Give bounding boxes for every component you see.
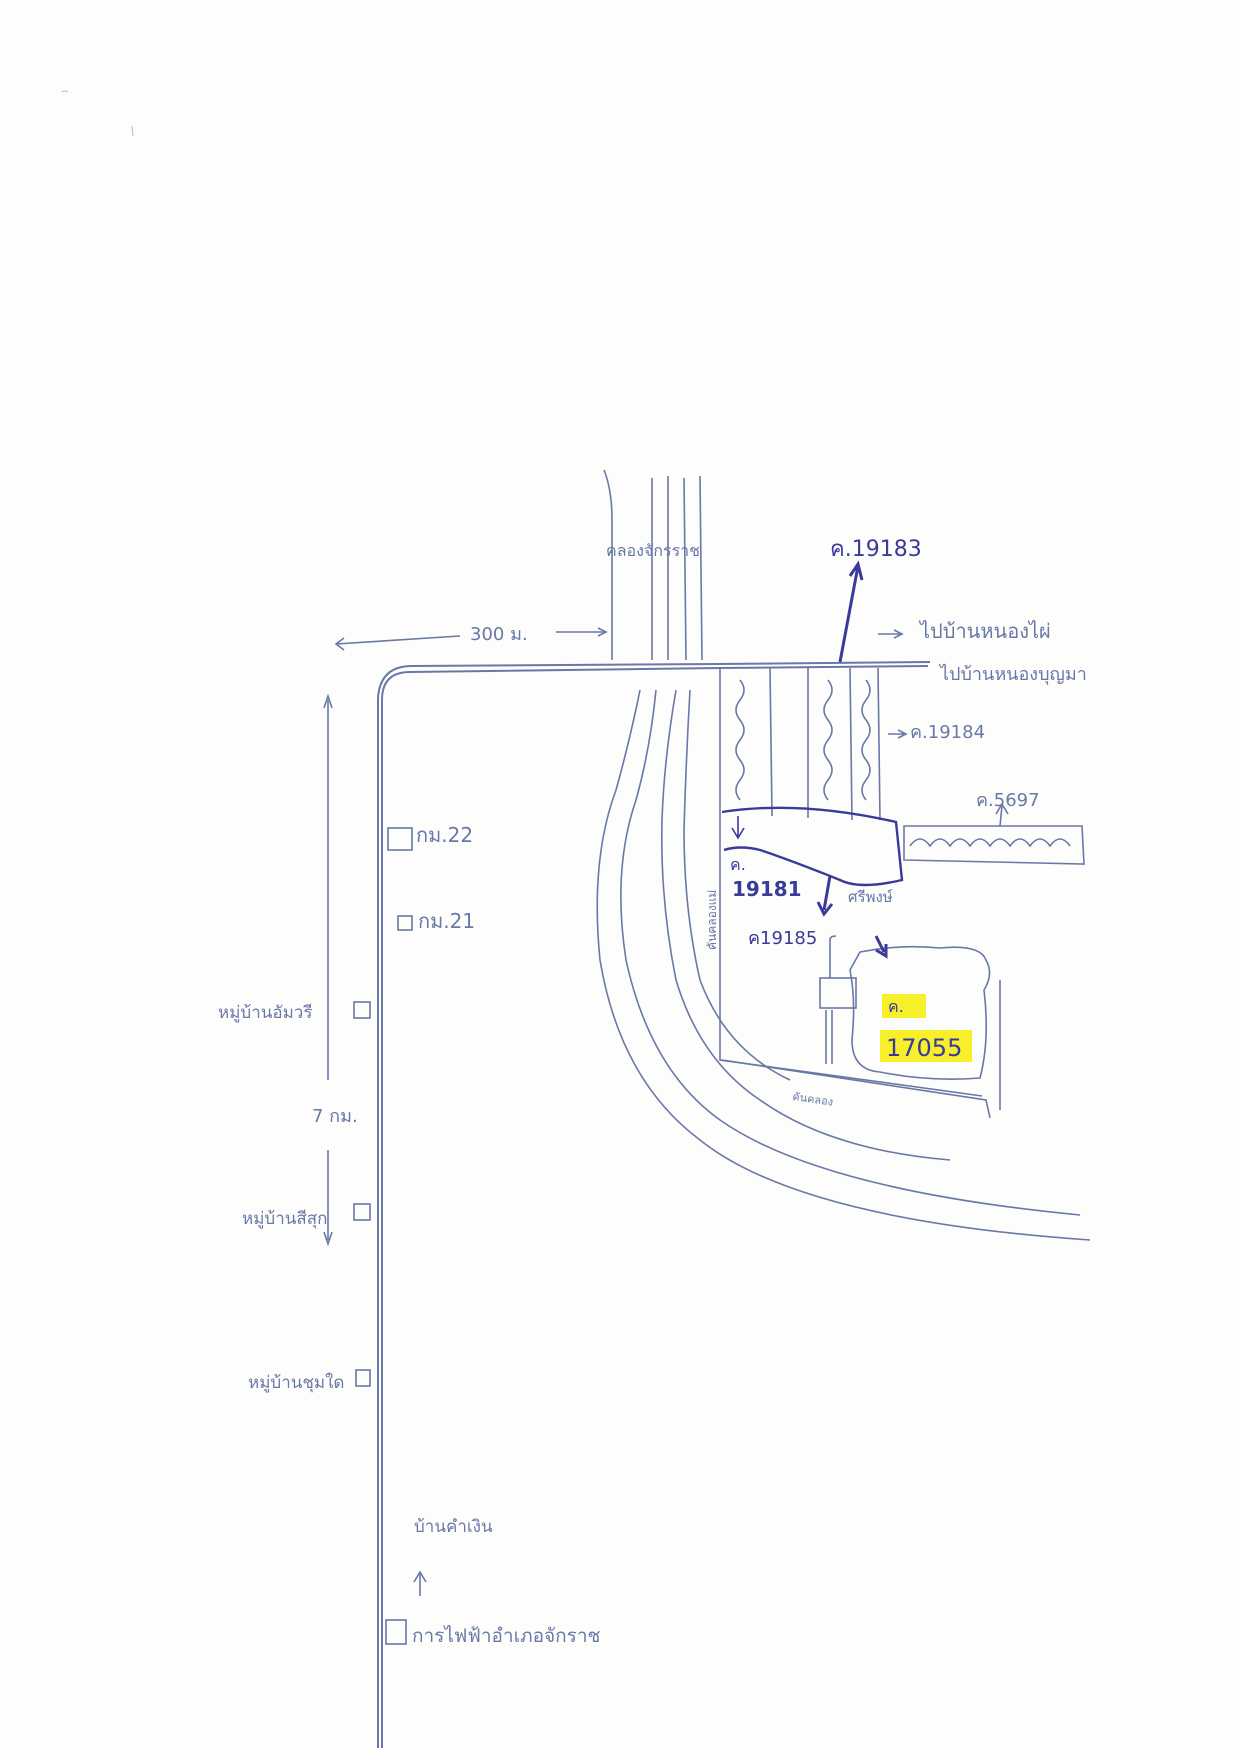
arrow-down-right-icon (874, 935, 888, 959)
river (596, 689, 1091, 1241)
to-village2-label: ไปบ้านหนองบุญมา (938, 663, 1087, 685)
arrow-down-icon (816, 875, 834, 917)
village4-label: บ้านคำเงิน (414, 1517, 493, 1537)
target-prefix: ค. (888, 997, 904, 1016)
arrow-right-icon (878, 629, 904, 639)
plot-block (719, 667, 991, 1119)
village3: หมู่บ้านชุมใด (248, 1369, 371, 1393)
highlight-plot (880, 1030, 972, 1062)
office-label: การไฟฟ้าอำเภอจักราช (412, 1625, 601, 1647)
plot-east2-label: ค.5697 (976, 790, 1040, 811)
neighbor-label: ศรีพงษ์ (848, 888, 893, 906)
km21-label: กม.21 (418, 909, 475, 933)
to-village-label: ไปบ้านหนองไผ่ (918, 619, 1051, 643)
target-plot-boundary (849, 945, 991, 1080)
side-label: คันคลองแม่ (705, 890, 719, 950)
village2-label: หมู่บ้านสีสุก (242, 1209, 327, 1229)
plot-south-label: ค19185 (748, 928, 817, 949)
village1-label: หมู่บ้านอัมวรี (218, 1003, 312, 1023)
house-marker (819, 935, 857, 1064)
km-distance-arrow (323, 693, 333, 1247)
arrow-down-icon (731, 816, 745, 840)
stray-mark (61, 90, 69, 93)
plot-north-label: ค.19183 (830, 537, 922, 562)
target-plot-label: 17055 (886, 1034, 962, 1062)
distance-label: 300 ม. (470, 624, 528, 645)
distance-arrow (334, 627, 608, 651)
arrow-right-icon (888, 729, 908, 739)
road-distance-label: 7 กม. (312, 1106, 358, 1127)
main-road (377, 661, 931, 1748)
village3-label: หมู่บ้านชุมใด (248, 1372, 344, 1393)
plot-19181-boundary (721, 806, 904, 887)
village4: บ้านคำเงิน (413, 1517, 493, 1596)
km22-marker: กม.22 (387, 823, 473, 851)
canal-lines (603, 469, 703, 661)
canal-label: คลองจักรราช (606, 541, 700, 560)
stray-mark (131, 125, 134, 137)
plot-main-prefix: ค. (730, 855, 746, 874)
village2: หมู่บ้านสีสุก (242, 1203, 371, 1229)
plot-east-label: ค.19184 (910, 722, 985, 743)
km22-label: กม.22 (416, 823, 473, 847)
village1: หมู่บ้านอัมวรี (218, 1001, 371, 1023)
highlight-prefix (882, 994, 926, 1018)
arrow-up-icon (838, 560, 864, 663)
km21-marker: กม.21 (397, 909, 475, 933)
east-strip (903, 802, 1085, 865)
electricity-office: การไฟฟ้าอำเภอจักราช (385, 1619, 601, 1647)
plot-main-label: 19181 (732, 877, 802, 901)
bottom-edge-label: คันคลอง (792, 1090, 834, 1109)
